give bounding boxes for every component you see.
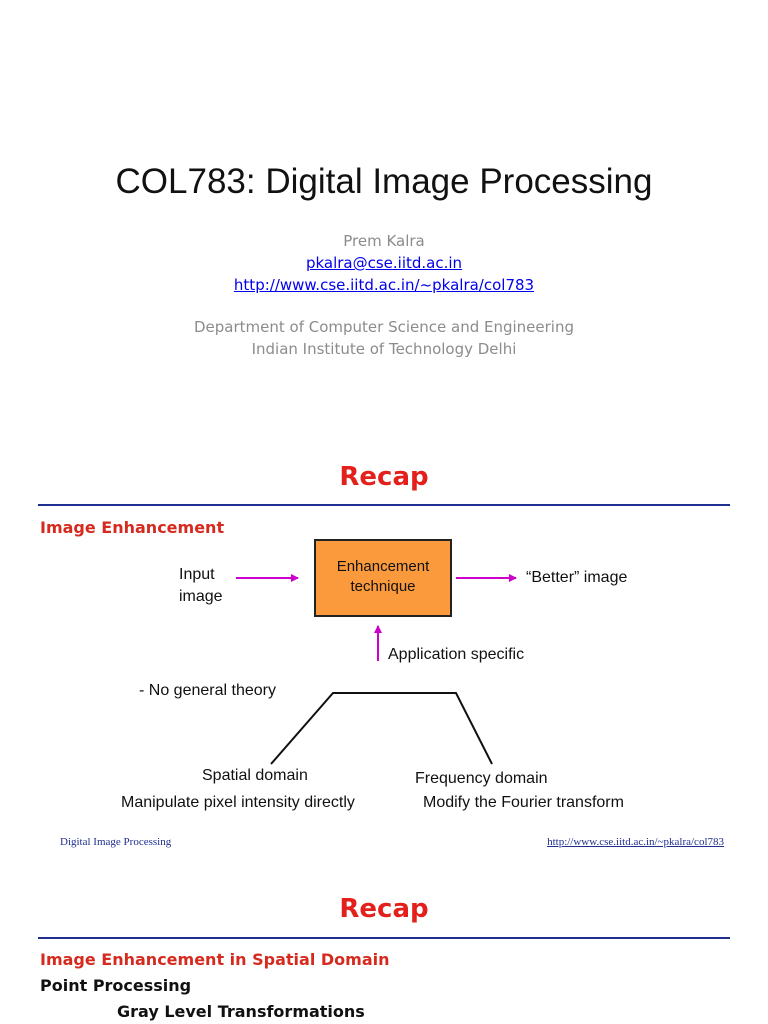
enhancement-technique-box: Enhancement technique (314, 539, 452, 617)
slide3-title-rule (38, 937, 730, 939)
box-label-line1: Enhancement (336, 558, 430, 575)
frequency-domain-description: Modify the Fourier transform (423, 794, 624, 811)
input-label-line2: image (179, 588, 223, 605)
spatial-domain-label: Spatial domain (202, 767, 308, 784)
footer-course-name: Digital Image Processing (60, 836, 172, 848)
slide3-heading: Image Enhancement in Spatial Domain (40, 950, 390, 969)
author-block: Prem Kalra pkalra@cse.iitd.ac.in http://… (0, 230, 768, 360)
slide3-title: Recap (339, 894, 429, 924)
slide2-heading: Image Enhancement (40, 518, 225, 537)
department-name: Department of Computer Science and Engin… (193, 318, 574, 336)
slide2-title-rule (38, 504, 730, 506)
spatial-domain-description: Manipulate pixel intensity directly (121, 794, 355, 811)
institute-name: Indian Institute of Technology Delhi (251, 340, 517, 358)
domain-split-lines (270, 692, 493, 765)
slide2-title: Recap (339, 462, 429, 492)
frequency-domain-label: Frequency domain (415, 770, 548, 787)
author-email-link[interactable]: pkalra@cse.iitd.ac.in (305, 254, 463, 272)
no-general-theory-label: - No general theory (139, 682, 276, 699)
application-specific-label: Application specific (388, 646, 525, 663)
course-url-link[interactable]: http://www.cse.iitd.ac.in/~pkalra/col783 (233, 276, 535, 294)
input-label-line1: Input (179, 566, 215, 583)
footer-course-url[interactable]: http://www.cse.iitd.ac.in/~pkalra/col783 (547, 836, 724, 848)
main-title: COL783: Digital Image Processing (115, 162, 653, 201)
output-label: “Better” image (526, 569, 628, 586)
box-label-line2: technique (350, 578, 416, 595)
point-processing-label: Point Processing (40, 976, 192, 995)
gray-level-transformations-label: Gray Level Transformations (117, 1002, 365, 1021)
author-name: Prem Kalra (343, 232, 425, 250)
